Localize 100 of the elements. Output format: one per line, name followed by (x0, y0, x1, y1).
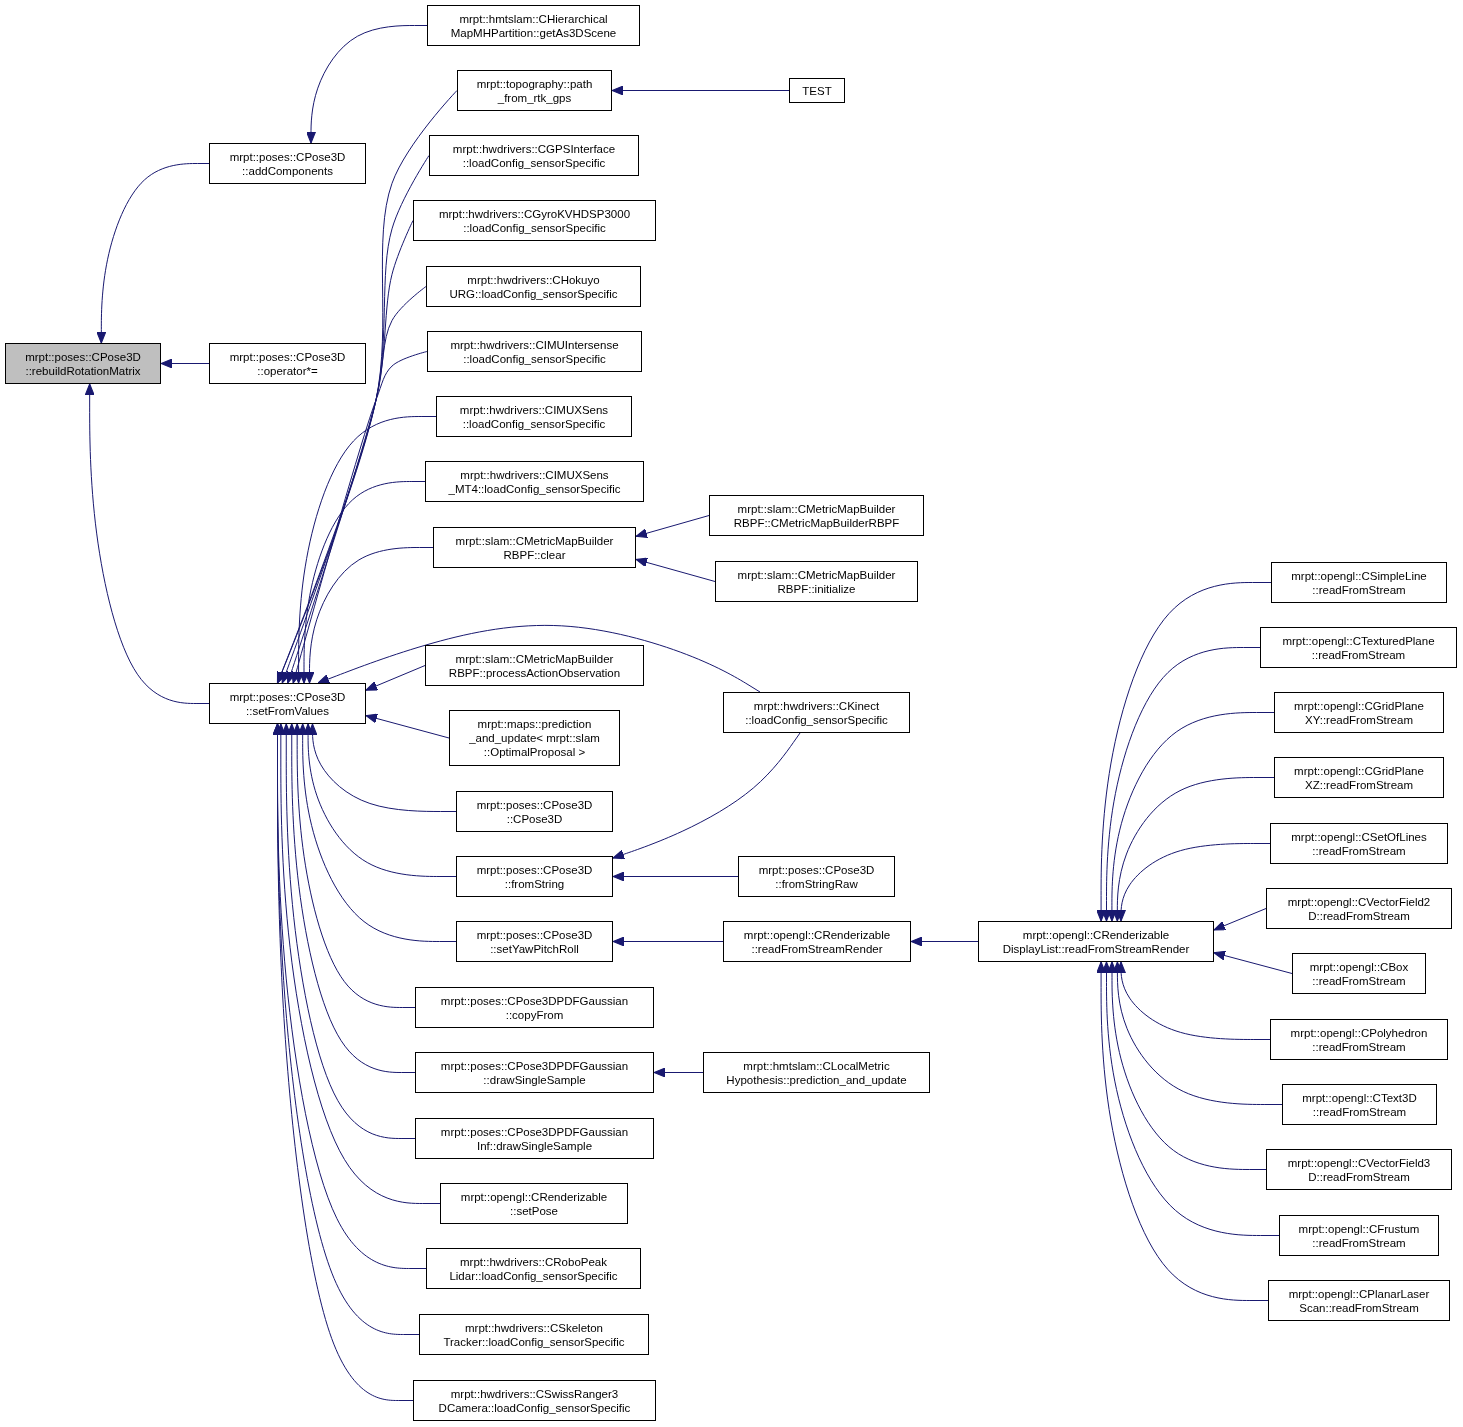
function-box (457, 70, 612, 111)
function-box (456, 921, 613, 962)
function-name: mrpt::hwdrivers::CRoboPeak Lidar::loadConfig_sensorSpecific (448, 1254, 619, 1283)
function-name: mrpt::poses::CPose3DPDFGaussian ::copyFrom (439, 993, 630, 1022)
arrow (1116, 843, 1271, 922)
function-box (433, 527, 636, 568)
function-box (456, 791, 613, 832)
function-box (440, 1183, 628, 1224)
arrow (1101, 961, 1280, 1236)
function-name: mrpt::opengl::CGridPlane XY::readFromStream (1293, 698, 1425, 727)
function-name: mrpt::opengl::CVectorField3 D::readFromStream (1286, 1155, 1432, 1184)
arrow (1112, 961, 1283, 1105)
function-name: mrpt::hwdrivers::CSwissRanger3 DCamera::loadConfig_sensorSpecific (437, 1386, 632, 1415)
arrow (84, 383, 210, 704)
arrow (1096, 582, 1272, 922)
function-name: mrpt::hwdrivers::CIMUXSens ::loadConfig_sensorSpecific (458, 402, 610, 431)
function-name: mrpt::poses::CPose3DPDFGaussian Inf::drawSingleSample (439, 1124, 630, 1153)
function-box (1271, 562, 1447, 603)
function-name: mrpt::poses::CPose3D ::operator*= (228, 349, 347, 378)
function-box (429, 135, 639, 176)
arrow (293, 416, 437, 684)
function-box (1292, 953, 1426, 994)
arrow (635, 515, 710, 539)
function-name: mrpt::hwdrivers::CIMUIntersense ::loadConfig_sensorSpecific (449, 337, 620, 366)
function-name: mrpt::poses::CPose3D ::fromStringRaw (757, 862, 876, 891)
function-box (426, 266, 641, 307)
arrow (365, 713, 450, 739)
arrow (1116, 961, 1271, 1040)
function-name: mrpt::opengl::CSimpleLine ::readFromStream (1290, 568, 1428, 597)
arrow (291, 351, 428, 684)
function-box (209, 343, 366, 384)
arrow (611, 85, 790, 96)
function-box (5, 343, 161, 384)
arrow (299, 481, 426, 684)
function-box (709, 495, 924, 536)
function-box (978, 921, 1214, 962)
function-box (1274, 692, 1444, 733)
function-name: mrpt::opengl::CSetOfLines ::readFromStream (1290, 829, 1428, 858)
function-name: mrpt::slam::CMetricMapBuilder RBPF::CMetricMapBuilderRBPF (732, 501, 901, 530)
function-name: mrpt::opengl::CText3D ::readFromStream (1301, 1090, 1418, 1119)
function-box (789, 78, 845, 103)
arrow (1096, 961, 1269, 1301)
function-box (425, 645, 644, 686)
function-box (1279, 1215, 1439, 1256)
function-name: mrpt::maps::prediction _and_update< mrpt::slam ::OptimalProposal > (468, 717, 601, 759)
function-name: mrpt::poses::CPose3D ::addComponents (228, 149, 347, 178)
arrow (365, 665, 426, 691)
function-name: mrpt::opengl::CVectorField2 D::readFromStream (1286, 894, 1432, 923)
function-name: mrpt::hwdrivers::CSkeleton Tracker::loadConfig_sensorSpecific (442, 1320, 626, 1349)
function-name: mrpt::opengl::CRenderizable ::setPose (459, 1189, 609, 1218)
function-box (1266, 888, 1452, 929)
function-name: mrpt::slam::CMetricMapBuilder RBPF::clear (454, 533, 615, 562)
arrow (297, 723, 457, 942)
function-name: mrpt::hwdrivers::CKinect ::loadConfig_sensorSpecific (744, 698, 889, 727)
arrow (286, 286, 427, 684)
function-name: mrpt::poses::CPose3D ::rebuildRotationMatrix (24, 349, 142, 378)
function-name: mrpt::hmtslam::CLocalMetric Hypothesis::prediction_and_update (725, 1058, 908, 1087)
arrow (1213, 908, 1267, 931)
function-box (1282, 1084, 1437, 1125)
function-name: mrpt::hwdrivers::CHokuyo URG::loadConfig_sensorSpecific (448, 272, 619, 301)
function-box (1270, 1019, 1448, 1060)
function-name: mrpt::opengl::CBox ::readFromStream (1308, 959, 1410, 988)
function-box (436, 396, 632, 437)
function-box (209, 143, 366, 184)
function-box (1268, 1280, 1450, 1321)
arrow (281, 723, 416, 1139)
arrow (612, 936, 724, 947)
function-box (425, 461, 644, 502)
function-name: mrpt::opengl::CPolyhedron ::readFromStream (1289, 1025, 1429, 1054)
function-box (415, 1118, 654, 1159)
function-box (456, 856, 613, 897)
function-name: mrpt::opengl::CRenderizable ::readFromStreamRender (742, 927, 892, 956)
function-name: mrpt::hwdrivers::CGPSInterface ::loadConfig_sensorSpecific (451, 141, 617, 170)
function-box (209, 683, 366, 724)
function-box (419, 1314, 649, 1355)
function-name: mrpt::opengl::CRenderizable DisplayList::readFromStreamRender (1001, 927, 1191, 956)
function-name: mrpt::poses::CPose3DPDFGaussian ::drawSingleSample (439, 1058, 630, 1087)
function-name: mrpt::poses::CPose3D ::setYawPitchRoll (475, 927, 594, 956)
function-box (413, 200, 656, 241)
arrow (910, 936, 979, 947)
function-box (715, 561, 918, 602)
arrow (612, 732, 801, 860)
function-box (1274, 757, 1444, 798)
function-box (426, 1248, 641, 1289)
arrow (612, 871, 739, 882)
arrow (307, 723, 457, 812)
arrow (1112, 777, 1275, 922)
function-name: mrpt::topography::path _from_rtk_gps (475, 76, 594, 105)
function-name: mrpt::hwdrivers::CIMUXSens _MT4::loadConfig_sensorSpecific (447, 467, 622, 496)
arrow (1101, 647, 1261, 922)
arrow (317, 624, 761, 693)
function-box (738, 856, 895, 897)
function-box (703, 1052, 930, 1093)
function-name: mrpt::hwdrivers::CGyroKVHDSP3000 ::loadConfig_sensorSpecific (437, 206, 632, 235)
function-name: mrpt::poses::CPose3D ::setFromValues (228, 689, 347, 718)
arrow (1106, 712, 1275, 922)
function-name: mrpt::opengl::CPlanarLaser Scan::readFromStream (1287, 1286, 1431, 1315)
function-name: mrpt::poses::CPose3D ::CPose3D (475, 797, 594, 826)
arrow (1213, 950, 1293, 974)
arrow (653, 1067, 704, 1078)
